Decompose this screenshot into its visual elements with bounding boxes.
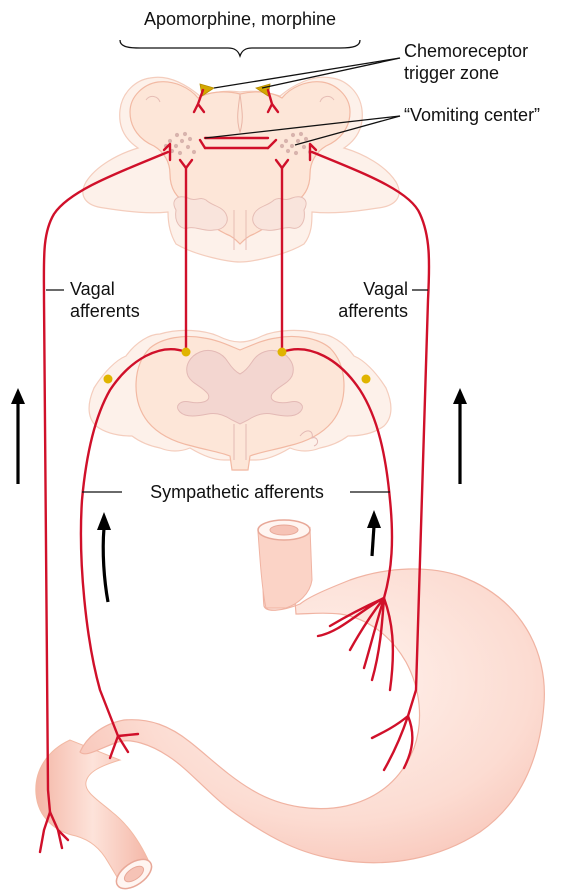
- ctz-label-line1: Chemoreceptor: [404, 40, 528, 62]
- vagal-right-label-line1: Vagal: [348, 278, 408, 300]
- drug-label: Apomorphine, morphine: [120, 8, 360, 30]
- drug-brace: [120, 40, 360, 56]
- ctz-label-line2: trigger zone: [404, 62, 499, 84]
- arrow-right-up: [453, 388, 467, 484]
- arrow-sympathetic-left: [97, 512, 111, 602]
- vomiting-center-label: “Vomiting center”: [404, 104, 540, 126]
- vagal-left-label-line2: afferents: [70, 300, 140, 322]
- duodenum: [36, 740, 150, 882]
- spinal-cord-section: [89, 330, 391, 470]
- arrow-sympathetic-right: [367, 510, 381, 556]
- arrow-left-up: [11, 388, 25, 484]
- stomach: [36, 520, 545, 893]
- vagal-right-label-line2: afferents: [334, 300, 408, 322]
- sympathetic-label: Sympathetic afferents: [126, 481, 348, 503]
- vagal-left-label-line1: Vagal: [70, 278, 115, 300]
